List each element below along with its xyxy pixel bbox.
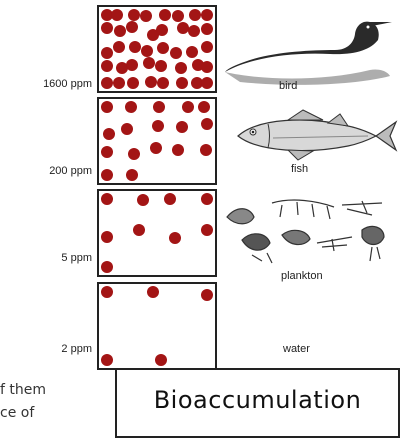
- diagram-title: Bioaccumulation: [117, 386, 398, 414]
- contaminant-dot: [153, 101, 165, 113]
- contaminant-dot: [198, 101, 210, 113]
- contaminant-dot: [101, 47, 113, 59]
- contaminant-dot: [103, 128, 115, 140]
- contaminant-dot: [140, 10, 152, 22]
- contaminant-dot: [137, 194, 149, 206]
- contaminant-dot: [155, 354, 167, 366]
- contaminant-dot: [201, 289, 213, 301]
- contaminant-dot: [121, 123, 133, 135]
- contaminant-dot: [126, 169, 138, 181]
- contaminant-dot: [182, 101, 194, 113]
- contaminant-dot: [201, 61, 213, 73]
- contaminant-dot: [201, 9, 213, 21]
- contaminant-dot: [101, 261, 113, 273]
- bioaccumulation-diagram: 1600 ppm 200 ppm 5 ppm 2 ppm bird fish: [0, 0, 405, 429]
- contaminant-dot: [113, 77, 125, 89]
- contaminant-dot: [141, 45, 153, 57]
- contaminant-dot: [101, 77, 113, 89]
- organism-label-water: water: [283, 343, 310, 355]
- contaminant-dot: [111, 9, 123, 21]
- contaminant-dot: [128, 9, 140, 21]
- contaminant-dot: [101, 231, 113, 243]
- title-box: Bioaccumulation: [115, 368, 400, 438]
- contaminant-dot: [128, 148, 140, 160]
- contaminant-dot: [101, 60, 113, 72]
- concentration-label-bird: 1600 ppm: [0, 78, 92, 90]
- contaminant-dot: [101, 193, 113, 205]
- contaminant-dot: [113, 41, 125, 53]
- contaminant-dot: [101, 169, 113, 181]
- dot-box-water: [97, 282, 217, 370]
- contaminant-dot: [133, 224, 145, 236]
- bird-illustration: [220, 10, 400, 95]
- contaminant-dot: [172, 144, 184, 156]
- contaminant-dot: [200, 144, 212, 156]
- contaminant-dot: [150, 142, 162, 154]
- contaminant-dot: [155, 60, 167, 72]
- organism-label-plankton: plankton: [281, 270, 323, 282]
- contaminant-dot: [125, 101, 137, 113]
- contaminant-dot: [147, 286, 159, 298]
- contaminant-dot: [129, 41, 141, 53]
- contaminant-dot: [201, 23, 213, 35]
- contaminant-dot: [101, 22, 113, 34]
- contaminant-dot: [152, 120, 164, 132]
- contaminant-dot: [176, 121, 188, 133]
- contaminant-dot: [143, 57, 155, 69]
- contaminant-dot: [169, 232, 181, 244]
- cut-off-text-line-2: ce of: [0, 405, 34, 421]
- dot-box-plankton: [97, 189, 217, 277]
- contaminant-dot: [159, 9, 171, 21]
- contaminant-dot: [101, 146, 113, 158]
- contaminant-dot: [164, 193, 176, 205]
- contaminant-dot: [172, 10, 184, 22]
- concentration-label-water: 2 ppm: [0, 343, 92, 355]
- contaminant-dot: [101, 101, 113, 113]
- contaminant-dot: [201, 224, 213, 236]
- concentration-label-plankton: 5 ppm: [0, 252, 92, 264]
- contaminant-dot: [101, 286, 113, 298]
- contaminant-dot: [201, 77, 213, 89]
- contaminant-dot: [157, 42, 169, 54]
- contaminant-dot: [177, 22, 189, 34]
- organism-label-fish: fish: [291, 163, 308, 175]
- contaminant-dot: [175, 62, 187, 74]
- contaminant-dot: [189, 9, 201, 21]
- fish-illustration: [228, 108, 398, 163]
- contaminant-dot: [127, 77, 139, 89]
- contaminant-dot: [186, 46, 198, 58]
- contaminant-dot: [126, 59, 138, 71]
- organism-label-bird: bird: [279, 80, 297, 92]
- concentration-label-fish: 200 ppm: [0, 165, 92, 177]
- contaminant-dot: [170, 47, 182, 59]
- contaminant-dot: [201, 41, 213, 53]
- contaminant-dot: [114, 25, 126, 37]
- contaminant-dot: [126, 21, 138, 33]
- contaminant-dot: [201, 118, 213, 130]
- contaminant-dot: [201, 193, 213, 205]
- contaminant-dot: [176, 77, 188, 89]
- plankton-illustration: [222, 195, 397, 265]
- contaminant-dot: [157, 77, 169, 89]
- dot-box-bird: [97, 5, 217, 93]
- contaminant-dot: [101, 354, 113, 366]
- contaminant-dot: [145, 76, 157, 88]
- contaminant-dot: [156, 24, 168, 36]
- contaminant-dot: [188, 25, 200, 37]
- dot-box-fish: [97, 97, 217, 185]
- cut-off-text-line-1: f them: [0, 382, 46, 398]
